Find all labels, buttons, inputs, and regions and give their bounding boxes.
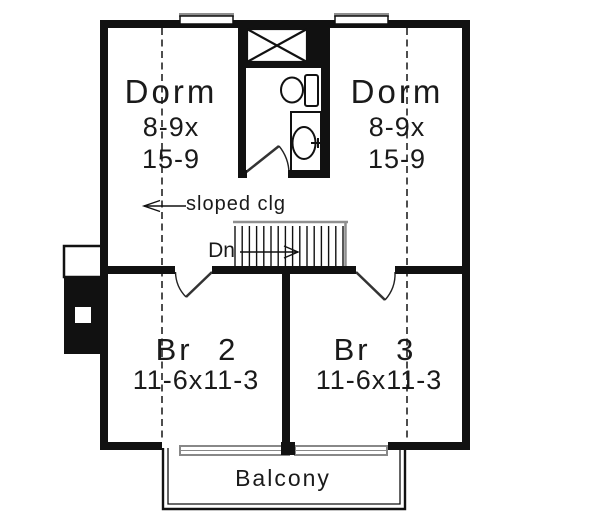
room-dim-dorm-left-2: 15-9 — [141, 144, 201, 174]
balcony-outline — [161, 448, 407, 511]
room-dim-dorm-right-2: 15-9 — [367, 144, 427, 174]
chimney-icon — [62, 244, 104, 354]
stairs-down-label: Dn — [208, 239, 235, 262]
door-swing-icon — [174, 145, 396, 301]
room-label-balcony: Balcony — [235, 465, 331, 491]
window-icon — [179, 13, 389, 25]
room-dim-dorm-left-1: 8-9x — [142, 112, 200, 142]
room-dim-br2: 11-6x11-3 — [132, 365, 260, 395]
sink-vanity-icon — [290, 111, 322, 174]
room-label-br2: Br 2 — [155, 332, 239, 367]
closet-x-icon — [245, 27, 309, 64]
sloped-ceiling-note: sloped clg — [186, 193, 287, 215]
ceiling-break-lines — [161, 28, 408, 442]
room-label-dorm-left: Dorm — [124, 73, 218, 110]
toilet-icon — [280, 74, 319, 107]
room-dim-br3: 11-6x11-3 — [315, 365, 443, 395]
room-label-br3: Br 3 — [333, 332, 417, 367]
room-dim-dorm-right-1: 8-9x — [368, 112, 426, 142]
direction-arrow-icon — [141, 199, 300, 259]
stairs-icon — [233, 220, 348, 267]
walls — [100, 20, 470, 450]
sliding-door-icon — [179, 442, 388, 456]
room-label-dorm-right: Dorm — [350, 73, 444, 110]
